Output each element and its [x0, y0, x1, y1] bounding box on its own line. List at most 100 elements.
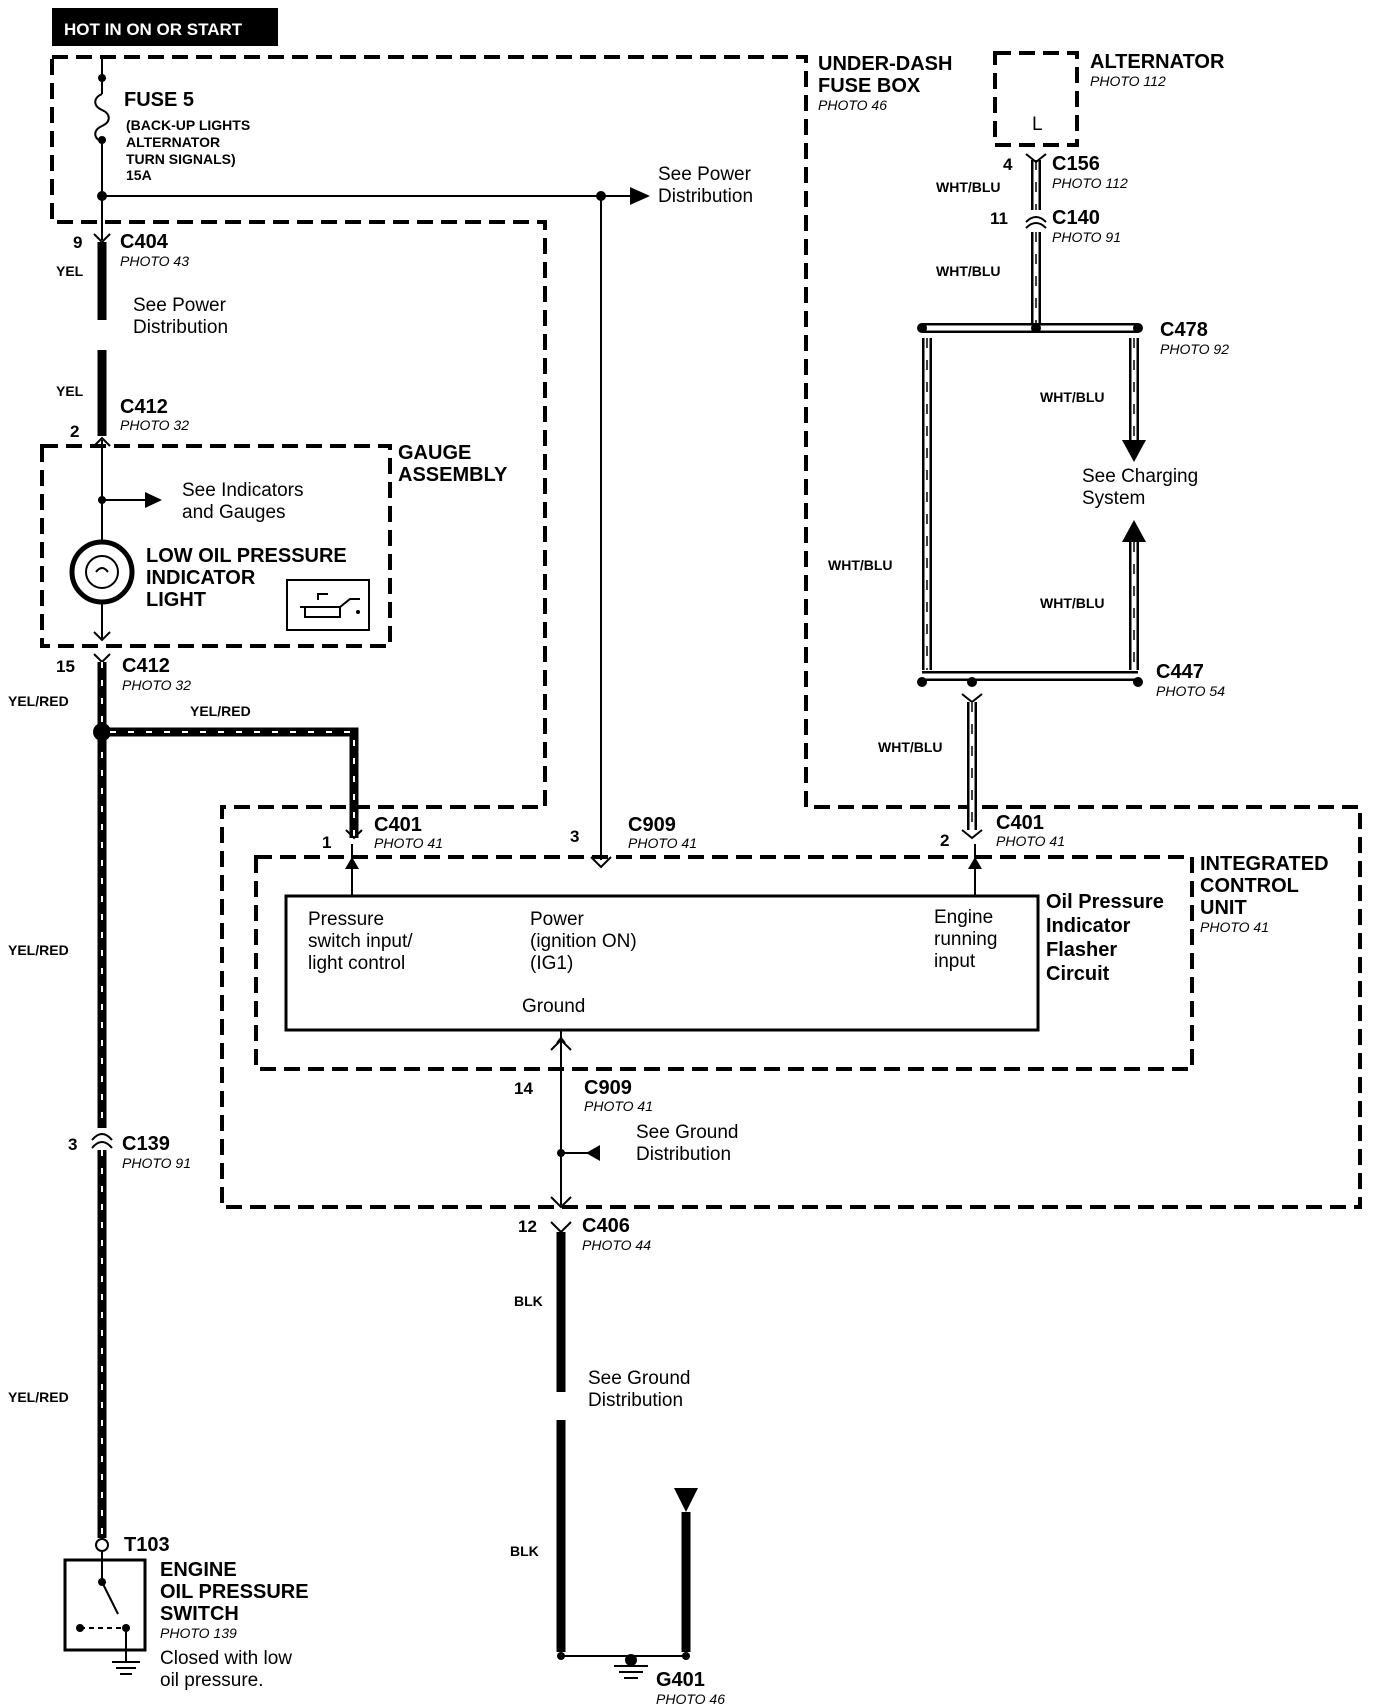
icu-input-2-line3: (IG1): [530, 953, 573, 974]
c156-connector: [1025, 153, 1047, 164]
see-power-1-line2: Distribution: [658, 186, 753, 207]
gauge-title-1: GAUGE: [398, 442, 471, 464]
c909b-pin: 14: [514, 1079, 533, 1098]
c401a-photo: PHOTO 41: [374, 835, 443, 851]
c140-name: C140: [1052, 207, 1100, 229]
c140-connector: [1025, 216, 1047, 223]
see-power-2-line1: See Power: [133, 295, 227, 316]
icu-input-2-line2: (ignition ON): [530, 931, 637, 952]
wire-color-whtblu-6: WHT/BLU: [878, 739, 943, 755]
see-ground-2-line1: See Ground: [588, 1368, 690, 1389]
wire-color-yelred-2: YEL/RED: [190, 703, 251, 719]
c478-name: C478: [1160, 319, 1208, 341]
wire-color-whtblu-3: WHT/BLU: [1040, 389, 1105, 405]
c909a-pin: 3: [570, 827, 579, 846]
see-indicators-line1: See Indicators: [182, 480, 303, 501]
t103-name: T103: [124, 1534, 170, 1556]
alternator-boundary: [993, 51, 1079, 147]
switch-label-2: OIL PRESSURE: [160, 1581, 309, 1603]
icu-input-3-line3: input: [934, 951, 976, 972]
hot-in-label: HOT IN ON OR START: [64, 20, 243, 39]
c404-pin: 9: [73, 233, 82, 252]
wire-color-blk-1: BLK: [514, 1293, 543, 1309]
c909b-name: C909: [584, 1077, 632, 1099]
switch-label-1: ENGINE: [160, 1559, 237, 1581]
icu-title-2: CONTROL: [1200, 875, 1299, 897]
c401a-name: C401: [374, 814, 422, 836]
see-ground-1-line1: See Ground: [636, 1122, 738, 1143]
icu-ground-label: Ground: [522, 996, 585, 1017]
wire-color-yelred-1: YEL/RED: [8, 693, 69, 709]
wire-color-yel-1: YEL: [56, 263, 84, 279]
icu-photo: PHOTO 41: [1200, 919, 1269, 935]
circuit-label-2: Indicator: [1046, 915, 1131, 937]
oil-can-icon: [286, 579, 370, 631]
fuse-name: FUSE 5: [124, 89, 194, 111]
fuse-box-title-2: FUSE BOX: [818, 75, 921, 97]
c401a-pin: 1: [322, 833, 331, 852]
wire-color-whtblu-5: WHT/BLU: [1040, 595, 1105, 611]
icu-input-3-line2: running: [934, 929, 997, 950]
c140-photo: PHOTO 91: [1052, 229, 1121, 245]
c412a-photo: PHOTO 32: [120, 417, 189, 433]
fuse-box-title-1: UNDER-DASH: [818, 53, 952, 75]
c401b-photo: PHOTO 41: [996, 833, 1065, 849]
c412a-name: C412: [120, 396, 168, 418]
c447-connector: [961, 693, 983, 704]
fuse-symbol: [94, 93, 110, 143]
see-ground-arrow: [586, 1145, 600, 1161]
c412a-pin: 2: [70, 422, 79, 441]
circuit-label-1: Oil Pressure: [1046, 891, 1164, 913]
alternator-photo: PHOTO 112: [1090, 73, 1166, 89]
hot-in-badge: [52, 8, 278, 46]
c156-photo: PHOTO 112: [1052, 175, 1128, 191]
alternator-name: ALTERNATOR: [1090, 51, 1225, 73]
icu-inner-boundary: [254, 855, 1194, 1071]
c412b-photo: PHOTO 32: [122, 677, 191, 693]
icu-title-3: UNIT: [1200, 897, 1247, 919]
icu-input-1-line1: Pressure: [308, 909, 384, 930]
c401b-connector: [961, 829, 983, 840]
circuit-label-4: Circuit: [1046, 963, 1110, 985]
fuse-desc-2: ALTERNATOR: [126, 134, 220, 150]
icu-input-2-line1: Power: [530, 909, 585, 930]
c909b-photo: PHOTO 41: [584, 1098, 653, 1114]
c156-pin: 4: [1003, 155, 1013, 174]
c412b-name: C412: [122, 655, 170, 677]
wire-color-yelred-4: YEL/RED: [8, 1389, 69, 1405]
c447-name: C447: [1156, 661, 1204, 683]
c139-name: C139: [122, 1133, 170, 1155]
wire-color-whtblu-1: WHT/BLU: [936, 179, 1001, 195]
see-power-1-line1: See Power: [658, 164, 752, 185]
light-label-3: LIGHT: [146, 589, 206, 611]
switch-note-2: oil pressure.: [160, 1670, 264, 1691]
fuse-box-boundary: [50, 55, 1362, 1209]
c406-pin: 12: [518, 1217, 537, 1236]
see-ground-1-line2: Distribution: [636, 1144, 731, 1165]
c140-pin: 11: [990, 209, 1008, 228]
c909b-connector: [550, 1038, 572, 1051]
icu-box: [284, 894, 1040, 1032]
oil-pressure-switch: [63, 1558, 147, 1652]
gauge-assembly-boundary: [40, 444, 392, 648]
c412b-connector: [93, 653, 111, 664]
wire-color-whtblu-4: WHT/BLU: [828, 557, 893, 573]
fuse-rating: 15A: [126, 167, 152, 183]
c447-photo: PHOTO 54: [1156, 683, 1225, 699]
see-charging-line2: System: [1082, 488, 1145, 509]
c139-photo: PHOTO 91: [122, 1155, 191, 1171]
charging-arrow-down: [1122, 440, 1146, 462]
charging-arrow-up: [1122, 520, 1146, 542]
see-indicators-arrow: [145, 492, 162, 508]
c406-name: C406: [582, 1215, 630, 1237]
see-charging-line1: See Charging: [1082, 466, 1198, 487]
t103-terminal: [95, 1538, 109, 1552]
wire-color-yel-2: YEL: [56, 383, 84, 399]
icu-title-1: INTEGRATED: [1200, 853, 1329, 875]
fuse-box-photo: PHOTO 46: [818, 97, 887, 113]
c139-connector: [91, 1133, 113, 1141]
c401b-name: C401: [996, 812, 1044, 834]
g401-name: G401: [656, 1669, 705, 1691]
see-power-arrow-1: [630, 187, 650, 205]
